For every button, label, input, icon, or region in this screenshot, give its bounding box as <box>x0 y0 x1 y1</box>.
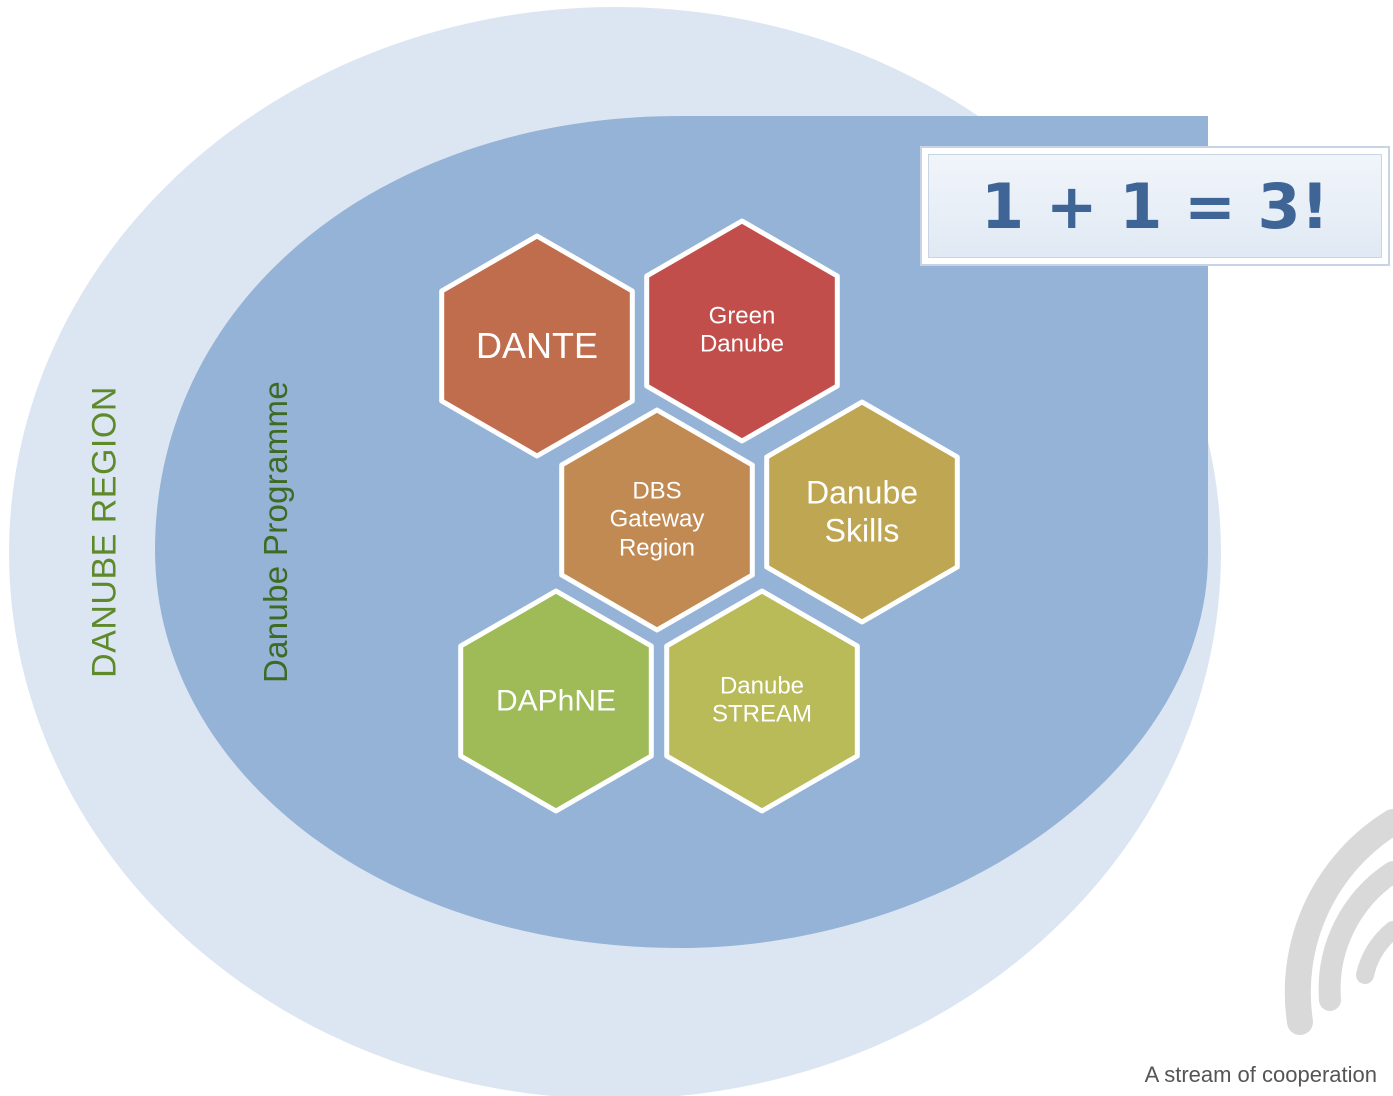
hexagon-label-line: DBS <box>632 477 682 505</box>
hexagon-danube-stream <box>664 588 860 814</box>
hexagon-label-dante: DANTE <box>476 325 598 367</box>
hexagon-label-line: Region <box>618 534 696 562</box>
equation-banner: 1 + 1 = 3! <box>920 146 1390 266</box>
hexagon-danube-skills <box>764 399 960 625</box>
danube-region-label: DANUBE REGION <box>85 386 124 678</box>
hexagon-label-line: Danube <box>805 474 919 511</box>
tagline: A stream of cooperation <box>1144 1062 1377 1087</box>
equation-text: 1 + 1 = 3! <box>981 169 1329 243</box>
hexagon-label-line: Skills <box>824 512 900 548</box>
hexagon-green-danube <box>644 218 840 444</box>
hexagon-label-line: Gateway <box>609 505 705 533</box>
hexagon-label-daphne: DAPhNE <box>496 683 616 718</box>
project-hexagons <box>439 218 960 814</box>
hexagon-dbs-gateway-region <box>559 407 755 633</box>
hexagon-label-line: DANTE <box>475 324 599 366</box>
hexagon-dante <box>439 233 635 459</box>
hexagon-label-line: Danube <box>699 331 785 358</box>
danube-programme-label: Danube Programme <box>257 381 294 683</box>
hexagon-label-line: STREAM <box>711 701 813 728</box>
hexagon-label-line: DAPhNE <box>495 684 617 718</box>
spiral-logo-icon <box>1284 809 1393 1035</box>
hexagon-daphne <box>458 588 654 814</box>
hexagon-label-line: Danube <box>719 672 805 700</box>
hexagon-label-line: Green <box>708 302 776 330</box>
